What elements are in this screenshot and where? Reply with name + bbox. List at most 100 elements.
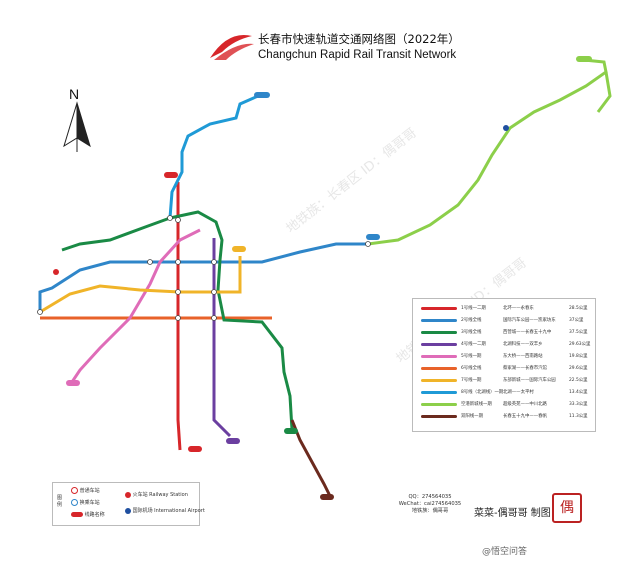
- legend-row: 1号线一二期 北环——永春东 28.5公里: [419, 303, 591, 313]
- legend-name: 空港新城线一期: [461, 402, 492, 407]
- legend-name: 1号线一二期: [461, 306, 486, 311]
- station: [175, 217, 181, 223]
- airport-icon: [125, 507, 131, 514]
- legend-row: 4号线一二期 北湖科技——双丰乡 29.63公里: [419, 339, 591, 349]
- compass-icon: [63, 101, 91, 152]
- key-label: 换乘车站: [79, 500, 100, 506]
- legend-row: 7号线一期 东部新城——国际汽车公园 22.5公里: [419, 375, 591, 385]
- credit-qq: QQ：274564035: [408, 494, 452, 500]
- station: [37, 309, 43, 315]
- legend-swatch: [421, 367, 457, 370]
- station: [211, 315, 217, 321]
- key-label: 普通车站: [79, 488, 100, 494]
- compass-label: N: [69, 86, 80, 102]
- line-tag: [66, 380, 80, 386]
- legend-length: 11.3公里: [569, 414, 588, 419]
- author-signature: 菜菜-偶哥哥 制图: [474, 508, 551, 519]
- line-tag: [320, 494, 334, 500]
- line-4-path: [212, 238, 232, 438]
- legend-route: 国际汽车公园——凯家坊东: [503, 318, 556, 323]
- legend-swatch: [421, 343, 457, 346]
- line-7-path: [39, 256, 242, 314]
- station: [365, 241, 371, 247]
- legend-length: 29.63公里: [569, 342, 591, 347]
- legend-route: 西营城——长春五十九中: [503, 330, 552, 335]
- station: [211, 289, 217, 295]
- legend-name: 2号线全线: [461, 318, 482, 323]
- station: [175, 259, 181, 265]
- logo-icon: [210, 34, 254, 60]
- key-label: 国际机场 International Airport: [132, 508, 205, 514]
- seal-stamp: 偶: [552, 493, 582, 523]
- line-8-path: [168, 94, 259, 219]
- line-9-path: [367, 58, 608, 246]
- station-icon: [71, 487, 78, 494]
- legend-length: 19.8公里: [569, 354, 588, 359]
- legend-row: 6号线全线 蔡家湖——长春市汽馆 29.6公里: [419, 363, 591, 373]
- legend-row: 5号线一期 东大桥——西南路站 19.8公里: [419, 351, 591, 361]
- symbol-key: 图例 普通车站 换乘车站 线路名称 火车站 Railway Station 国际…: [52, 482, 205, 526]
- legend-route: 蔡家湖——长春市汽馆: [503, 366, 547, 371]
- legend-length: 13.4公里: [569, 390, 588, 395]
- legend-name: 4号线一二期: [461, 342, 486, 347]
- key-label: 线路名称: [84, 512, 105, 518]
- legend-row: 空港新城线一期 超级英苑——中川北路 33.3公里: [419, 399, 591, 409]
- legend-length: 33.3公里: [569, 402, 588, 407]
- legend-length: 37.5公里: [569, 330, 588, 335]
- key-label: 火车站 Railway Station: [132, 492, 188, 498]
- legend-route: 北湖——太平村: [503, 390, 534, 395]
- legend-swatch: [421, 403, 457, 406]
- legend-route: 北环——永春东: [503, 306, 534, 311]
- line-legend: 1号线一二期 北环——永春东 28.5公里 2号线全线 国际汽车公园——凯家坊东…: [412, 298, 596, 432]
- line-tag: [232, 246, 246, 252]
- legend-swatch: [421, 307, 457, 310]
- legend-route: 超级英苑——中川北路: [503, 402, 547, 407]
- line-tag: [164, 172, 178, 178]
- legend-length: 37公里: [569, 318, 584, 323]
- legend-name: 3号线全线: [461, 330, 482, 335]
- key-item: 线路名称: [71, 511, 105, 518]
- map-title: 长春市快速轨道交通网络图（2022年）: [258, 32, 460, 46]
- legend-row: 3号线全线 西营城——长春五十九中 37.5公里: [419, 327, 591, 337]
- legend-route: 北湖科技——双丰乡: [503, 342, 543, 347]
- credit-id: 地铁族：偶哥哥: [411, 508, 449, 514]
- line-tag: [576, 56, 592, 62]
- line-tag: [226, 438, 240, 444]
- credit-wechat: WeChat：cai274564035: [398, 501, 462, 507]
- credit-block: QQ：274564035 WeChat：cai274564035 地铁族：偶哥哥: [380, 494, 480, 515]
- legend-swatch: [421, 319, 457, 322]
- line-tag: [284, 428, 298, 434]
- legend-route: 东大桥——西南路站: [503, 354, 543, 359]
- line-tag: [254, 92, 270, 98]
- legend-row: 双阳线一期 长春五十九中——春帆 11.3公里: [419, 411, 591, 421]
- key-item: 换乘车站: [71, 499, 100, 506]
- legend-swatch: [421, 331, 457, 334]
- legend-swatch: [421, 391, 457, 394]
- legend-name: 5号线一期: [461, 354, 482, 359]
- line-tag: [366, 234, 380, 240]
- station: [175, 289, 181, 295]
- key-item: 国际机场 International Airport: [125, 507, 205, 514]
- key-item: 火车站 Railway Station: [125, 491, 188, 498]
- line-10-path: [290, 419, 332, 497]
- line-2-path: [38, 242, 368, 310]
- key-item: 普通车站: [71, 487, 100, 494]
- station: [147, 259, 153, 265]
- map-subtitle: Changchun Rapid Rail Transit Network: [258, 49, 457, 61]
- legend-length: 28.5公里: [569, 306, 588, 311]
- railway-station-icon: [125, 491, 131, 498]
- legend-name: 双阳线一期: [461, 414, 483, 419]
- legend-name: 7号线一期: [461, 378, 482, 383]
- line-tag-icon: [71, 512, 83, 517]
- legend-row: 2号线全线 国际汽车公园——凯家坊东 37公里: [419, 315, 591, 325]
- legend-route: 长春五十九中——春帆: [503, 414, 547, 419]
- transfer-station-icon: [71, 499, 78, 506]
- line-tag: [188, 446, 202, 452]
- legend-name: 8号线（北湖线）一期: [461, 390, 504, 395]
- airport-icon: [503, 125, 509, 131]
- legend-swatch: [421, 355, 457, 358]
- key-side-label: 图例: [57, 495, 63, 508]
- legend-swatch: [421, 379, 457, 382]
- station: [167, 215, 173, 221]
